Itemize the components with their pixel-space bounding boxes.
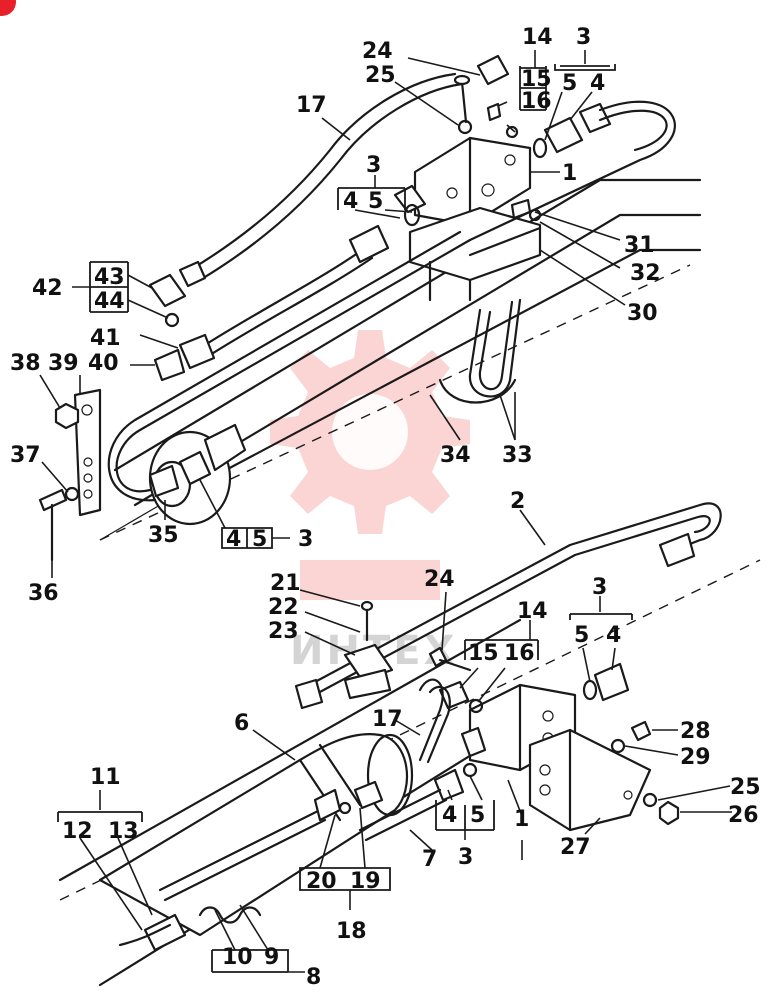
- callout-24b: 24: [424, 567, 455, 592]
- callout-24a: 24: [362, 39, 393, 64]
- callout-20: 20: [306, 869, 337, 894]
- callout-11: 11: [90, 765, 121, 790]
- lower-assembly: [58, 502, 761, 987]
- callout-5b: 5: [368, 189, 383, 214]
- callout-2: 2: [510, 489, 525, 514]
- callout-3d: 3: [592, 575, 607, 600]
- callout-labels: 24 25 17 14 15 16 3 5 4 1 3 4 5 31 32 30…: [10, 25, 761, 990]
- callout-5a: 5: [562, 71, 577, 96]
- corner-badge-icon: [0, 0, 16, 16]
- callout-3b: 3: [366, 153, 381, 178]
- callout-43: 43: [94, 265, 125, 290]
- callout-41: 41: [90, 326, 121, 351]
- callout-26: 26: [728, 803, 759, 828]
- callout-13: 13: [108, 819, 139, 844]
- callout-5e: 5: [470, 803, 485, 828]
- callout-25b: 25: [730, 775, 761, 800]
- callout-7: 7: [422, 847, 437, 872]
- callout-4d: 4: [606, 623, 621, 648]
- callout-32: 32: [630, 261, 661, 286]
- callout-22: 22: [268, 595, 299, 620]
- callout-10: 10: [222, 945, 253, 970]
- callout-16b: 16: [504, 641, 535, 666]
- callout-3e: 3: [458, 845, 473, 870]
- callout-9: 9: [264, 945, 279, 970]
- callout-1b: 1: [514, 807, 529, 832]
- callout-14b: 14: [517, 599, 548, 624]
- callout-25a: 25: [365, 63, 396, 88]
- callout-34: 34: [440, 443, 471, 468]
- callout-12: 12: [62, 819, 93, 844]
- callout-42: 42: [32, 276, 63, 301]
- callout-38: 38: [10, 351, 41, 376]
- watermark-gear-icon: [270, 330, 470, 600]
- callout-30: 30: [627, 301, 658, 326]
- callout-35: 35: [148, 523, 179, 548]
- callout-1a: 1: [562, 161, 577, 186]
- callout-36: 36: [28, 581, 59, 606]
- callout-28: 28: [680, 719, 711, 744]
- callout-15a: 15: [521, 67, 552, 92]
- callout-19: 19: [350, 869, 381, 894]
- callout-4e: 4: [442, 803, 457, 828]
- callout-4a: 4: [590, 71, 605, 96]
- callout-17b: 17: [372, 707, 403, 732]
- callout-39: 39: [48, 351, 79, 376]
- callout-4b: 4: [343, 189, 358, 214]
- callout-15b: 15: [468, 641, 499, 666]
- callout-44: 44: [94, 289, 125, 314]
- callout-4c: 4: [226, 527, 241, 552]
- callout-31: 31: [624, 233, 655, 258]
- callout-33: 33: [502, 443, 533, 468]
- callout-6: 6: [234, 711, 249, 736]
- callout-17a: 17: [296, 93, 327, 118]
- callout-16a: 16: [521, 89, 552, 114]
- callout-23: 23: [268, 619, 299, 644]
- callout-40: 40: [88, 351, 119, 376]
- callout-5d: 5: [574, 623, 589, 648]
- callout-29: 29: [680, 745, 711, 770]
- callout-3a: 3: [576, 25, 591, 50]
- callout-27: 27: [560, 835, 591, 860]
- callout-18: 18: [336, 919, 367, 944]
- callout-8: 8: [306, 965, 321, 990]
- callout-5c: 5: [252, 527, 267, 552]
- callout-21: 21: [270, 571, 301, 596]
- leader-lines: [39, 50, 732, 973]
- callout-14a: 14: [522, 25, 553, 50]
- callout-37: 37: [10, 443, 41, 468]
- upper-assembly: [38, 54, 702, 562]
- callout-3c: 3: [298, 527, 313, 552]
